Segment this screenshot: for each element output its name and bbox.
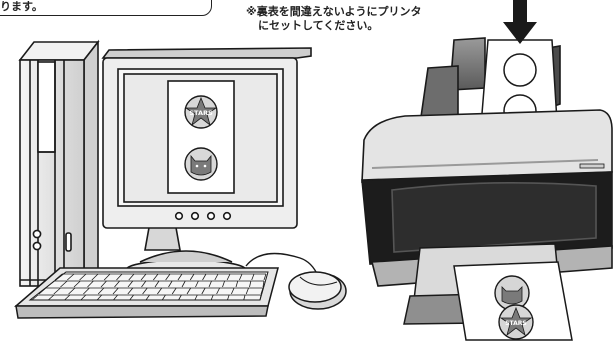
key-divider <box>60 280 68 288</box>
key-divider <box>210 294 214 301</box>
key-divider <box>127 280 134 288</box>
power-button[interactable] <box>32 229 42 239</box>
key-divider <box>177 273 183 281</box>
key-divider <box>112 287 119 295</box>
key-divider <box>83 287 90 295</box>
key-divider <box>38 287 47 295</box>
callout-text: ります。 <box>0 0 43 13</box>
key-divider <box>165 273 171 281</box>
key-divider <box>178 294 182 301</box>
key-divider <box>201 287 206 295</box>
key-divider <box>263 273 267 281</box>
key-divider <box>96 294 103 301</box>
key-divider <box>114 280 120 288</box>
key-divider <box>235 280 239 288</box>
key-divider <box>154 280 160 288</box>
note-line-2: にセットしてください。 <box>258 19 379 32</box>
key-divider <box>48 294 55 301</box>
key-divider <box>202 273 207 281</box>
key-divider <box>226 273 231 281</box>
key-divider <box>31 294 39 301</box>
key-divider <box>181 280 186 288</box>
key-divider <box>243 294 246 301</box>
monitor-button-3[interactable] <box>206 211 216 221</box>
key-divider <box>79 273 87 281</box>
monitor-button-1[interactable] <box>174 211 184 221</box>
key-divider <box>214 273 219 281</box>
key-divider <box>46 280 55 288</box>
drive-slot <box>65 232 72 252</box>
screen-star-label: STARS <box>184 95 218 129</box>
monitor-button-4[interactable] <box>222 211 232 221</box>
key-divider <box>260 287 264 295</box>
key-divider <box>91 273 99 281</box>
reset-button[interactable] <box>32 241 42 251</box>
monitor-button-2[interactable] <box>190 211 200 221</box>
key-divider <box>116 273 123 281</box>
key-divider <box>245 287 249 295</box>
feed-direction-arrow <box>503 0 537 44</box>
key-divider <box>227 294 230 301</box>
keyboard-keys <box>31 273 267 301</box>
key-divider <box>249 280 252 288</box>
key-divider <box>222 280 226 288</box>
key-divider <box>157 287 163 295</box>
key-divider <box>168 280 173 288</box>
key-divider <box>262 280 265 288</box>
key-divider <box>208 280 212 288</box>
key-divider <box>153 273 159 281</box>
screen-cat-label <box>184 147 218 181</box>
key-divider <box>259 294 262 301</box>
key-divider <box>189 273 195 281</box>
printed-star-label-text: STARS <box>505 320 527 327</box>
key-divider <box>54 273 63 281</box>
mouse-cable <box>245 252 319 277</box>
key-divider <box>194 294 198 301</box>
key-divider <box>128 273 135 281</box>
key-divider <box>73 280 81 288</box>
key-divider <box>68 287 76 295</box>
key-divider <box>103 273 111 281</box>
pc-tower <box>18 39 100 289</box>
key-divider <box>142 287 148 295</box>
key-divider <box>53 287 61 295</box>
callout-bubble <box>0 0 212 16</box>
mouse[interactable] <box>288 271 347 310</box>
key-divider <box>64 294 71 301</box>
key-divider <box>127 287 134 295</box>
key-divider <box>161 294 166 301</box>
key-divider <box>80 294 87 301</box>
note-line-1: ※裏表を間違えないようにプリンタ <box>246 5 422 18</box>
key-divider <box>113 294 118 301</box>
key-divider <box>186 287 192 295</box>
key-divider <box>140 273 147 281</box>
key-divider <box>129 294 134 301</box>
key-divider <box>239 273 243 281</box>
printed-star-label: STARS <box>498 304 534 340</box>
key-divider <box>97 287 105 295</box>
key-divider <box>141 280 147 288</box>
key-divider <box>195 280 199 288</box>
orientation-note: ※裏表を間違えないようにプリンタ にセットしてください。 <box>246 5 546 33</box>
key-divider <box>87 280 94 288</box>
key-divider <box>251 273 255 281</box>
key-divider <box>145 294 150 301</box>
key-divider <box>216 287 220 295</box>
screen-star-label-text: STARS <box>189 109 213 117</box>
key-divider <box>67 273 75 281</box>
key-divider <box>231 287 235 295</box>
key-divider <box>171 287 177 295</box>
key-divider <box>100 280 107 288</box>
